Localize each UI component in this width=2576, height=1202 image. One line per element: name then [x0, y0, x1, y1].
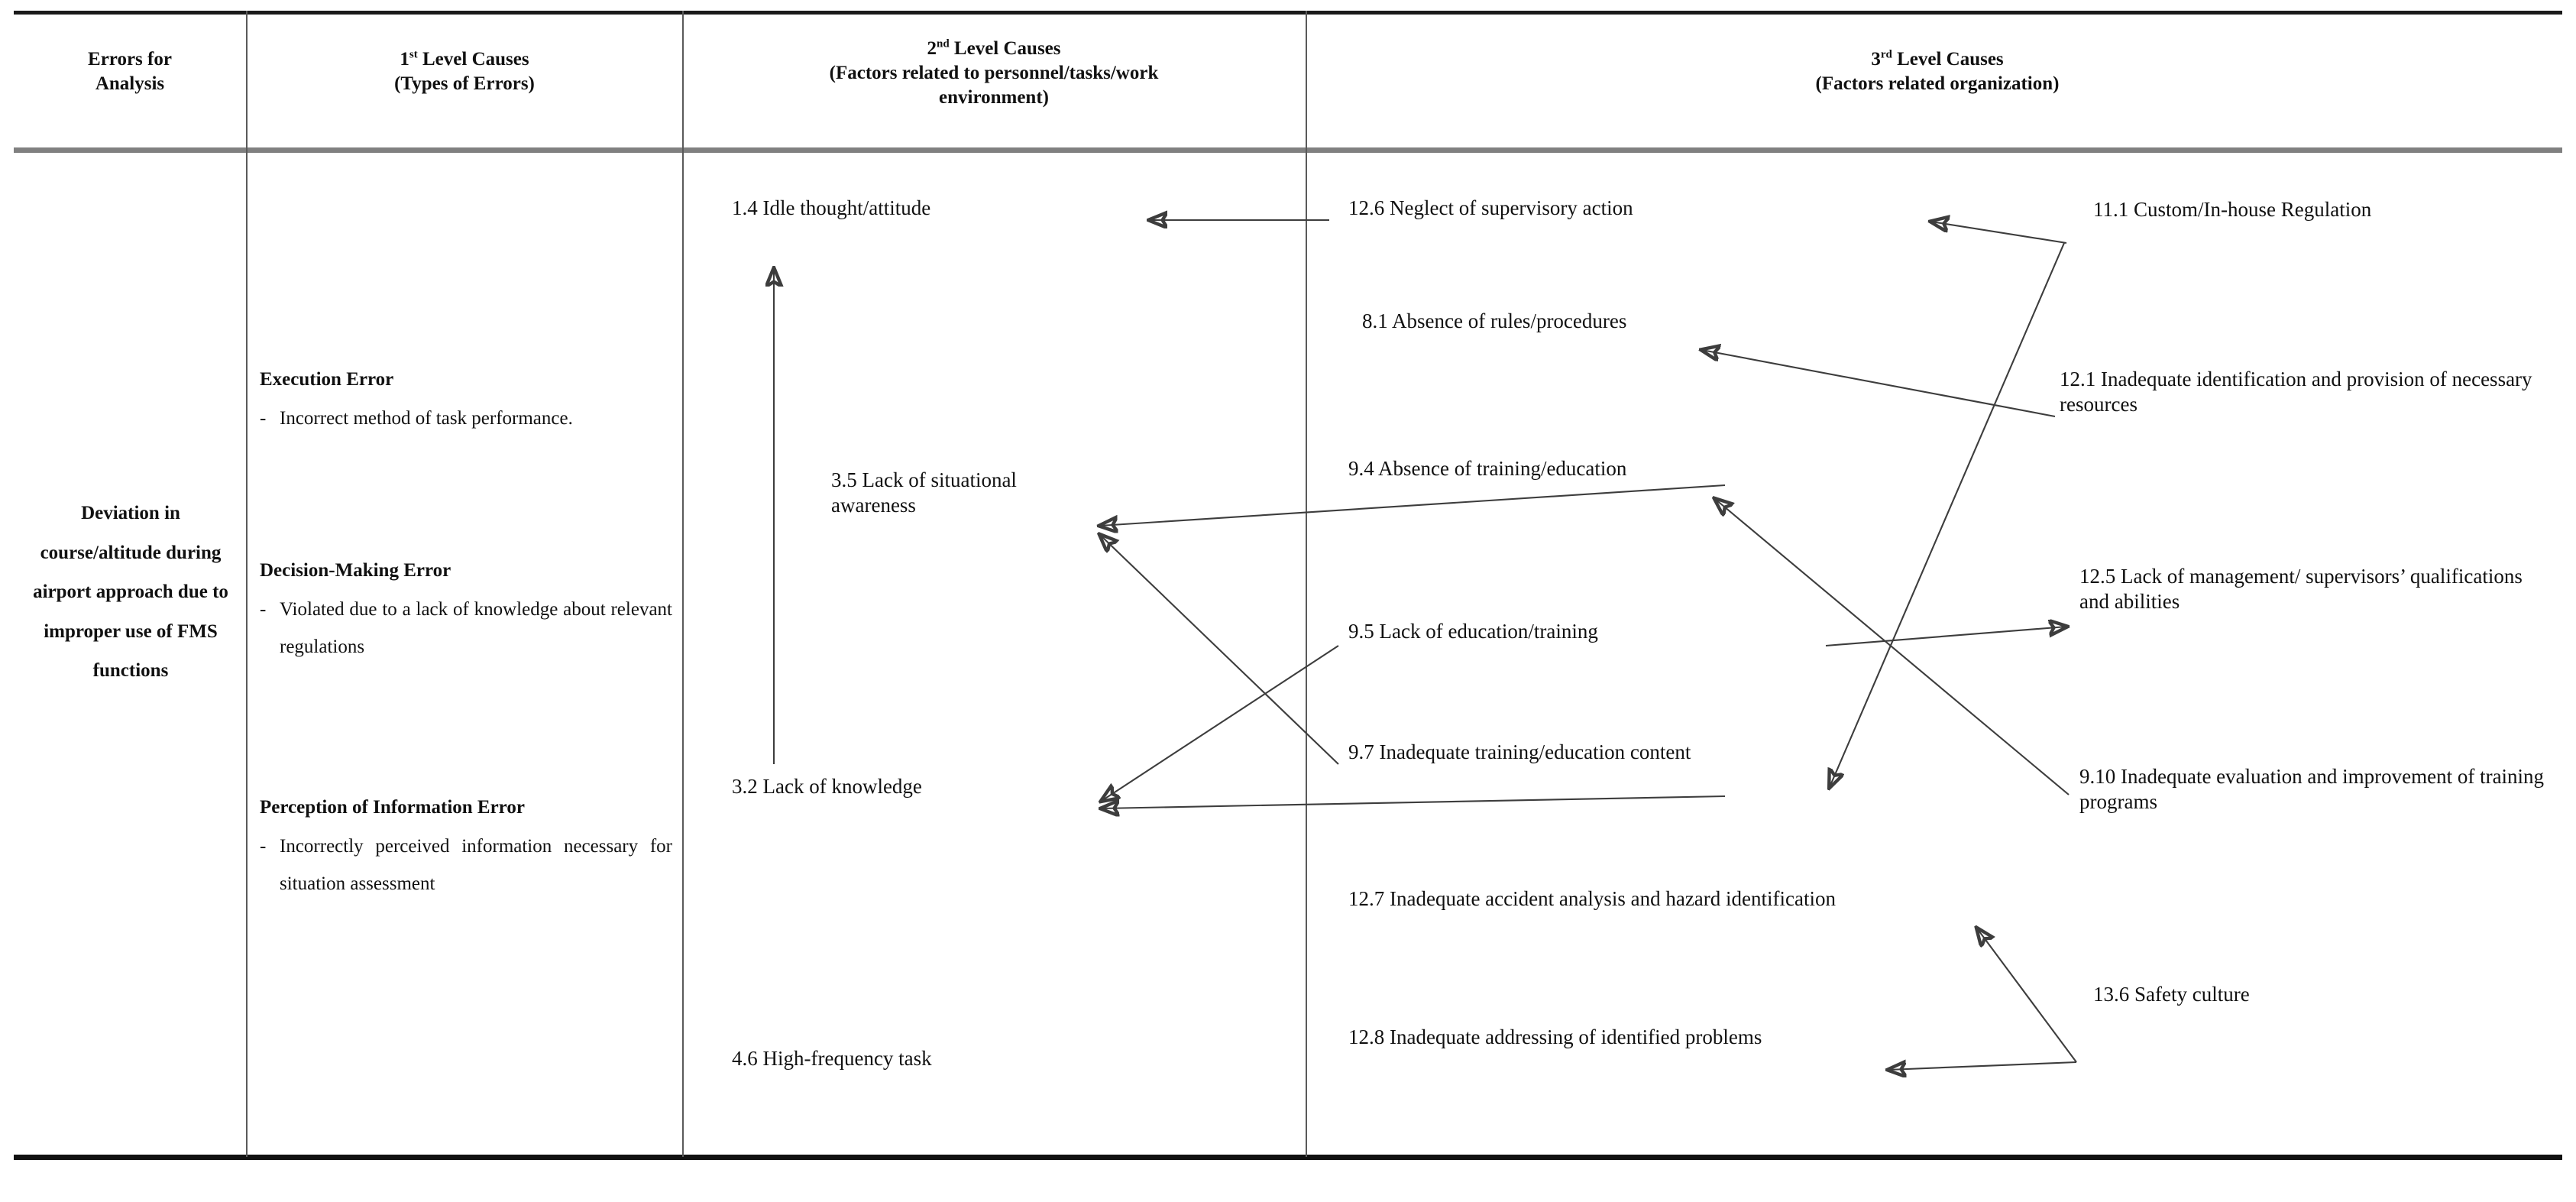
bullet-dash: -: [260, 598, 267, 620]
node-12-7: 12.7 Inadequate accident analysis and ha…: [1348, 887, 1836, 910]
column-divider-1: [246, 11, 248, 1157]
node-12-5: 12.5 Lack of management/ supervisors’ qu…: [2079, 565, 2523, 613]
ordinal-number: 1: [400, 49, 409, 70]
node-12-8: 12.8 Inadequate addressing of identified…: [1348, 1025, 1762, 1048]
arrow-13-6-to-12-8: [1888, 1062, 2077, 1070]
header-line-1-rest: Level Causes: [1892, 49, 2004, 70]
cause-bullet: - Violated due to a lack of knowledge ab…: [260, 591, 672, 666]
ordinal-suffix: nd: [936, 37, 950, 50]
node-9-4: 9.4 Absence of training/education: [1348, 457, 1627, 480]
arrow-12-1-to-8-1: [1702, 350, 2056, 418]
column-divider-3: [1306, 11, 1307, 1157]
header-line-1: Errors for: [88, 49, 172, 70]
arrow-9-4-to-3-5: [1100, 484, 1726, 526]
header-line-1: 3rd Level Causes: [1311, 47, 2564, 72]
header-line-1: 1st Level Causes: [252, 47, 677, 72]
bullet-text: Violated due to a lack of knowledge abou…: [280, 598, 672, 657]
node-9-7: 9.7 Inadequate training/education conten…: [1348, 740, 1691, 763]
column-header-errors-for-analysis: Errors for Analysis: [18, 47, 241, 96]
node-4-6: 4.6 High-frequency task: [732, 1047, 932, 1070]
table-bottom-border: [14, 1155, 2562, 1160]
cause-title: Perception of Information Error: [260, 797, 525, 818]
arrow-11-1-to-12-6: [1931, 222, 2067, 245]
node-11-1: 11.1 Custom/In-house Regulation: [2093, 198, 2372, 221]
node-8-1: 8.1 Absence of rules/procedures: [1362, 309, 1627, 332]
column-header-second-level-causes: 2nd Level Causes (Factors related to per…: [688, 37, 1300, 110]
header-line-3: environment): [939, 87, 1049, 108]
column-header-third-level-causes: 3rd Level Causes (Factors related organi…: [1311, 47, 2564, 96]
header-line-2: (Types of Errors): [394, 73, 535, 94]
bullet-dash: -: [260, 407, 267, 429]
header-separator: [14, 147, 2562, 153]
node-1-4: 1.4 Idle thought/attitude: [732, 196, 931, 219]
cause-title: Execution Error: [260, 369, 394, 390]
node-9-10: 9.10 Inadequate evaluation and improveme…: [2079, 765, 2545, 813]
first-level-cause-execution-error: Execution Error - Incorrect method of ta…: [260, 367, 672, 461]
ordinal-suffix: rd: [1880, 48, 1892, 61]
header-line-2: Analysis: [95, 73, 165, 94]
ordinal-number: 3: [1871, 49, 1881, 70]
node-3-2: 3.2 Lack of knowledge: [732, 775, 922, 798]
cause-title: Decision-Making Error: [260, 560, 451, 581]
node-3-5: 3.5 Lack of situational awareness: [831, 468, 1017, 517]
bullet-dash: -: [260, 835, 267, 857]
arrow-9-7-to-3-2: [1102, 795, 1726, 808]
table-top-border: [14, 11, 2562, 15]
cause-bullet: - Incorrectly perceived information nece…: [260, 828, 672, 903]
cause-bullet: - Incorrect method of task performance.: [260, 400, 672, 438]
ordinal-number: 2: [927, 38, 937, 59]
first-level-cause-decision-making-error: Decision-Making Error - Violated due to …: [260, 558, 672, 688]
arrow-9-5-to-3-2: [1102, 645, 1339, 801]
node-12-6: 12.6 Neglect of supervisory action: [1348, 196, 1633, 219]
arrow-13-6-to-12-7: [1977, 928, 2077, 1063]
header-line-2: (Factors related to personnel/tasks/work: [829, 63, 1159, 83]
error-for-analysis-text: Deviation in course/altitude during airp…: [33, 503, 228, 681]
arrow-11-1-to-9-7: [1830, 242, 2065, 787]
header-line-1: 2nd Level Causes: [688, 37, 1300, 61]
node-9-5: 9.5 Lack of education/training: [1348, 620, 1598, 643]
node-12-1: 12.1 Inadequate identification and provi…: [2060, 368, 2532, 416]
header-line-1-rest: Level Causes: [417, 49, 529, 70]
node-13-6: 13.6 Safety culture: [2093, 983, 2250, 1006]
bullet-text: Incorrect method of task performance.: [280, 407, 573, 429]
header-line-2: (Factors related organization): [1815, 73, 2060, 94]
column-divider-2: [682, 11, 684, 1157]
bullet-text: Incorrectly perceived information necess…: [280, 835, 672, 894]
ordinal-suffix: st: [409, 48, 418, 61]
arrow-9-7-to-3-5: [1100, 535, 1339, 765]
first-level-cause-perception-of-information-error: Perception of Information Error - Incorr…: [260, 795, 672, 925]
column-header-first-level-causes: 1st Level Causes (Types of Errors): [252, 47, 677, 96]
header-line-1-rest: Level Causes: [949, 38, 1061, 59]
